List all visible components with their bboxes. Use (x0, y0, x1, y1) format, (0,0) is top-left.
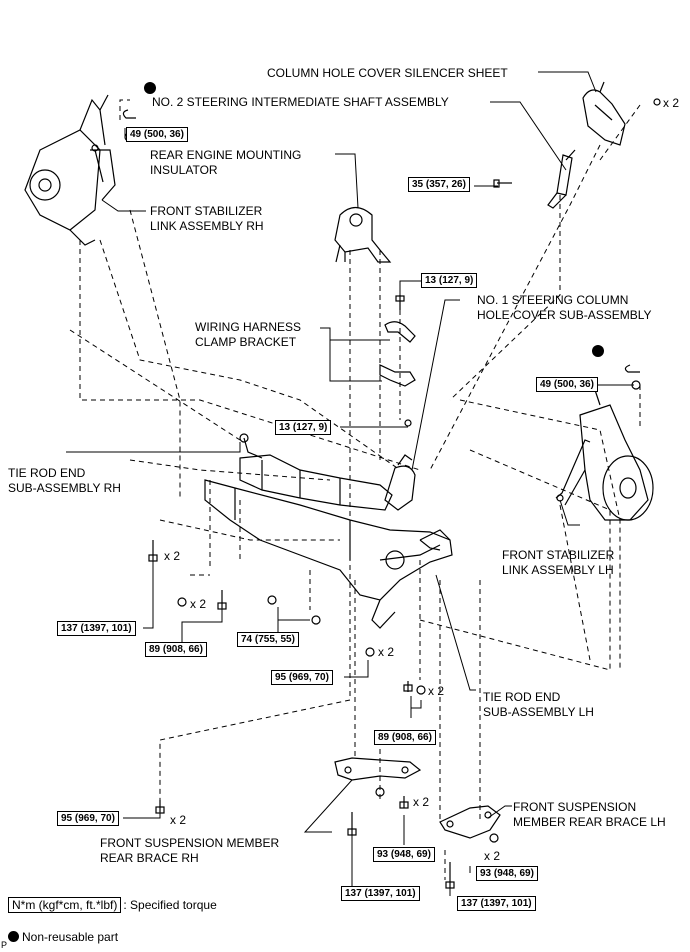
label-rear-engine-mounting-insulator: REAR ENGINE MOUNTING INSULATOR (150, 148, 302, 177)
torque-member-bolt-front-rh: 137 (1397, 101) (57, 621, 136, 636)
legend-torque-units: N*m (kgf*cm, ft.*lbf) (8, 897, 122, 913)
corner-tag: P (1, 940, 8, 950)
label-no2-steering-intermediate-shaft: NO. 2 STEERING INTERMEDIATE SHAFT ASSEMB… (152, 95, 449, 109)
qty-brace-bolt-rh-center: x 2 (413, 795, 430, 809)
torque-tie-rod-nut: 74 (755, 55) (237, 632, 299, 647)
legend-torque-text: : Specified torque (123, 898, 217, 912)
legend-nonreusable-text: Non-reusable part (22, 930, 119, 944)
label-tie-rod-end-rh: TIE ROD END SUB-ASSEMBLY RH (8, 466, 121, 495)
nonreusable-marker (592, 345, 604, 357)
label-front-stabilizer-link-lh: FRONT STABILIZER LINK ASSEMBLY LH (502, 548, 615, 577)
qty-brace-bolt-rh: x 2 (170, 813, 187, 827)
torque-brace-bolt-lh: 93 (948, 69) (476, 866, 538, 881)
torque-clamp-bracket-bolt-lower: 13 (127, 9) (275, 420, 332, 435)
label-front-suspension-rear-brace-rh: FRONT SUSPENSION MEMBER REAR BRACE RH (100, 836, 280, 865)
torque-member-nut-center: 95 (969, 70) (271, 670, 333, 685)
label-front-suspension-rear-brace-lh: FRONT SUSPENSION MEMBER REAR BRACE LH (513, 800, 666, 829)
nonreusable-marker (144, 82, 156, 94)
label-no1-steering-column-hole-cover: NO. 1 STEERING COLUMN HOLE COVER SUB-ASS… (477, 293, 652, 322)
label-tie-rod-end-lh: TIE ROD END SUB-ASSEMBLY LH (483, 690, 594, 719)
qty-brace-bolt-lh: x 2 (484, 849, 501, 863)
legend-nonreusable: Non-reusable part (8, 929, 118, 945)
torque-member-bolt-rear-rh: 137 (1397, 101) (341, 886, 420, 901)
qty-stabilizer-nut-lh: x 2 (428, 684, 445, 698)
torque-intermediate-shaft-bolt: 35 (357, 26) (408, 177, 470, 192)
torque-brace-bolt-rh-center: 93 (948, 69) (373, 847, 435, 862)
label-wiring-harness-clamp-bracket: WIRING HARNESS CLAMP BRACKET (195, 320, 302, 349)
qty-member-nut-center: x 2 (378, 645, 395, 659)
qty-stabilizer-nut-rh: x 2 (190, 597, 207, 611)
nonreusable-dot-icon (8, 931, 19, 942)
torque-clamp-bracket-bolt-upper: 13 (127, 9) (421, 273, 478, 288)
label-front-stabilizer-link-rh: FRONT STABILIZER LINK ASSEMBLY RH (150, 204, 264, 233)
torque-stabilizer-bolt-rh: 89 (908, 66) (145, 642, 207, 657)
label-column-hole-cover-silencer-sheet: COLUMN HOLE COVER SILENCER SHEET (267, 66, 508, 80)
qty-member-bolt-front: x 2 (164, 549, 181, 563)
torque-stabilizer-bolt-lh: 89 (908, 66) (374, 730, 436, 745)
torque-brace-bolt-rh: 95 (969, 70) (57, 811, 119, 826)
legend-torque: N*m (kgf*cm, ft.*lbf): Specified torque (8, 897, 217, 913)
torque-member-bolt-rear-lh: 137 (1397, 101) (457, 896, 536, 911)
torque-knuckle-nut-rh: 49 (500, 36) (126, 127, 188, 142)
qty-silencer-clip: x 2 (663, 96, 680, 110)
torque-knuckle-nut-lh: 49 (500, 36) (536, 377, 598, 392)
